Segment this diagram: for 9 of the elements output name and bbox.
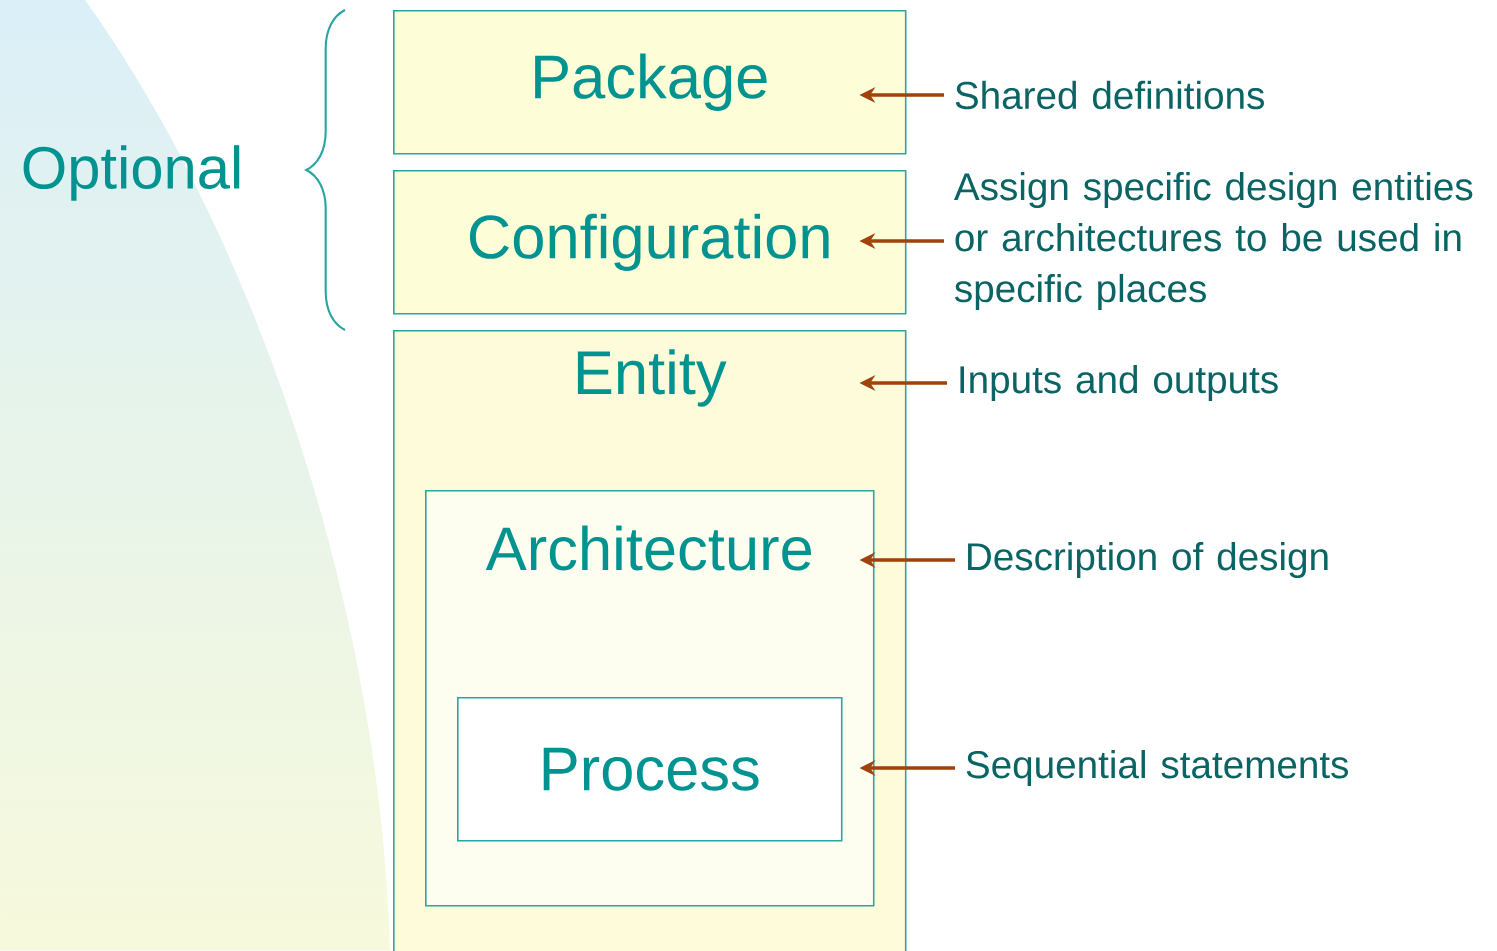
- description-text: Inputs and outputs: [960, 365, 1278, 401]
- description-text: Description of design: [968, 542, 1328, 578]
- block-box: Configuration: [393, 170, 907, 315]
- block-box: Process: [457, 697, 843, 842]
- description-text: Sequential statements: [966, 750, 1349, 786]
- description-text: Shared definitions: [955, 80, 1264, 110]
- description-text: Assign specific design entities or architectures to be used in specific places: [953, 172, 1473, 310]
- optional-label: Optional: [23, 145, 240, 201]
- block-box: Package: [393, 10, 907, 155]
